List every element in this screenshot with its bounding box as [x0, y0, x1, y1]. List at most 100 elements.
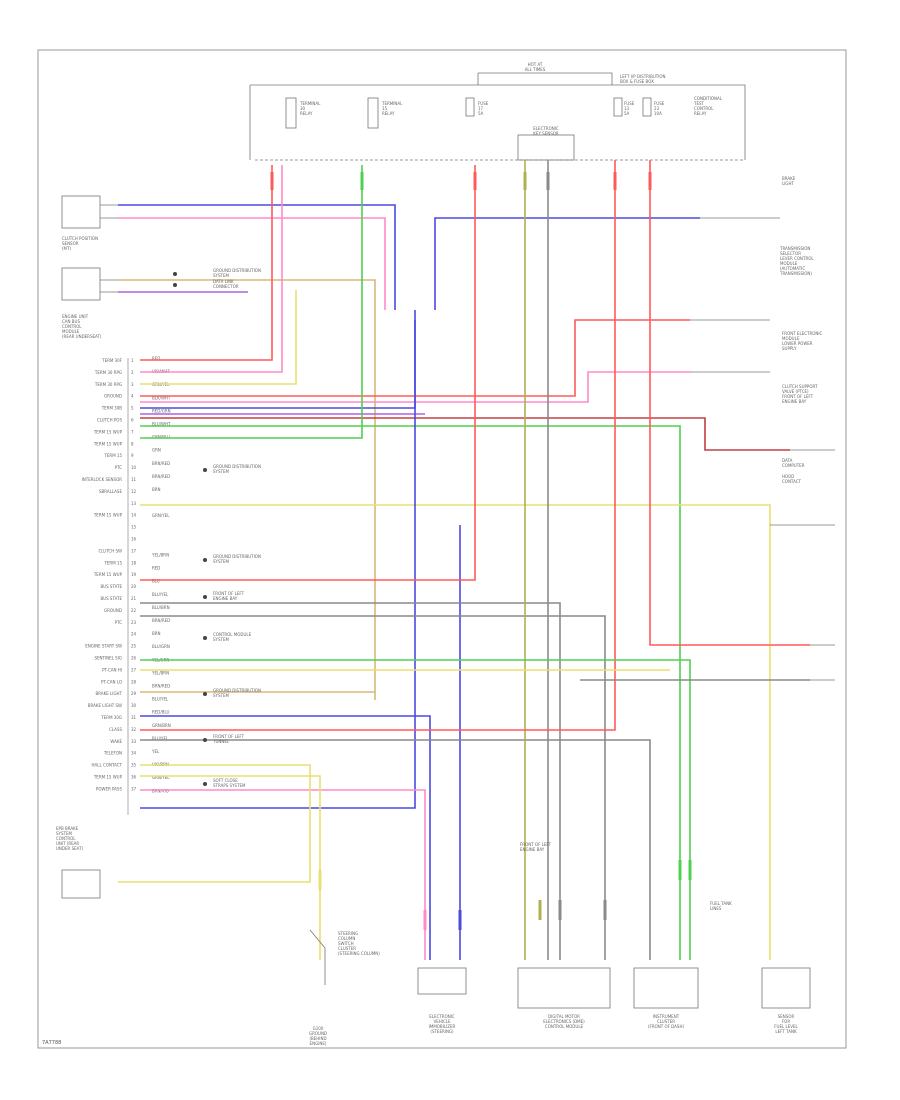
pin-label: CLUTCH POS: [97, 418, 123, 423]
wire-color-code: RED/GRN: [152, 408, 171, 413]
pin-label: TERM 30 RPG: [94, 382, 122, 387]
wire-color-code: RED: [152, 566, 160, 571]
pin-label: TERM 30G: [100, 715, 122, 720]
pin-number: 25: [131, 644, 137, 649]
bottom-wire-tags: [318, 860, 692, 930]
wire-color-code: BLU/YEL: [152, 736, 169, 741]
wire-color-code: BRN/RED: [152, 474, 170, 479]
wire-color-code: YEL: [151, 749, 160, 754]
pin-number: 36: [131, 775, 137, 780]
pin-label: GROUND: [104, 394, 122, 399]
pin-number: 10: [131, 465, 137, 470]
pin-number: 6: [131, 418, 134, 423]
pin-label: TERM 15 WUP: [93, 429, 123, 434]
wire-color-code: BLU/YEL: [152, 697, 169, 702]
wires: [118, 160, 810, 960]
pin-label: PT-CAN LO: [101, 679, 122, 684]
pin-label: HALL CONTACT: [92, 763, 123, 768]
pin-label: PT-CAN HI: [102, 667, 122, 672]
pin-number: 33: [131, 739, 137, 744]
wire-color-code: RED/BLU: [152, 710, 170, 715]
pin-label: PTC: [115, 620, 123, 625]
pin-label: TERM 30F: [101, 358, 123, 363]
pin-number: 17: [131, 548, 137, 553]
pin-label: TELEFON: [103, 751, 122, 756]
pin-number: 2: [131, 370, 134, 375]
pin-number: 32: [131, 727, 137, 732]
pin-number: 31: [131, 715, 137, 720]
pin-label: POWER PASS: [96, 786, 123, 791]
bottom-components: [309, 929, 811, 1009]
wire-color-codes: REDVIO/WHTGRN/YELBLK/WHTRED/GRNBLU/WHTGR…: [151, 356, 171, 793]
left-components: [61, 195, 118, 899]
vertical-wire-tags: [270, 172, 652, 190]
wire-color-code: BRN/RED: [152, 684, 170, 689]
wire-color-code: BRN/RED: [152, 618, 170, 623]
pin-number: 26: [131, 656, 137, 661]
pin-label: WAKE: [110, 739, 122, 744]
pin-label: TERM 15 WUP: [93, 441, 123, 446]
wire-color-code: BRN: [152, 631, 161, 636]
pin-number: 23: [131, 620, 137, 625]
wire-color-code: YEL/BRN: [151, 553, 169, 558]
pin-number: 7: [131, 429, 134, 434]
pin-number: 35: [131, 763, 137, 768]
pin-number: 19: [131, 572, 137, 577]
pin-number: 11: [131, 477, 137, 482]
wire-color-code: BRN/RED: [152, 461, 170, 466]
pin-number: 28: [131, 679, 137, 684]
pin-number: 34: [131, 751, 137, 756]
wire-color-code: GRN/BRN: [152, 723, 171, 728]
pin-number: 4: [131, 394, 134, 399]
diagram-frame: [37, 49, 847, 1049]
pin-number: 21: [131, 596, 137, 601]
pin-number: 1: [131, 358, 134, 363]
pin-label: TERM 15 WUP: [93, 572, 123, 577]
wire-color-code: GRN/YEL: [152, 775, 170, 780]
pin-label: SBRALLASE: [99, 489, 122, 494]
wire-color-code: BLK/WHT: [152, 395, 171, 400]
pin-number: 30: [131, 703, 137, 708]
pin-label: TERM 30B: [101, 406, 123, 411]
pin-label: CLUTCH SW: [98, 548, 122, 553]
wire-color-code: RED: [152, 356, 160, 361]
wire-color-code: BLU/GRN: [152, 644, 170, 649]
pin-number: 24: [131, 632, 137, 637]
pin-label: ENGINE START SW: [85, 644, 122, 649]
right-side-connectors: [690, 217, 835, 681]
pin-number: 27: [131, 667, 137, 672]
wire-color-code: BRN: [152, 487, 161, 492]
wire-color-code: BLU: [152, 579, 160, 584]
wire-color-code: BLU/YEL: [152, 592, 169, 597]
